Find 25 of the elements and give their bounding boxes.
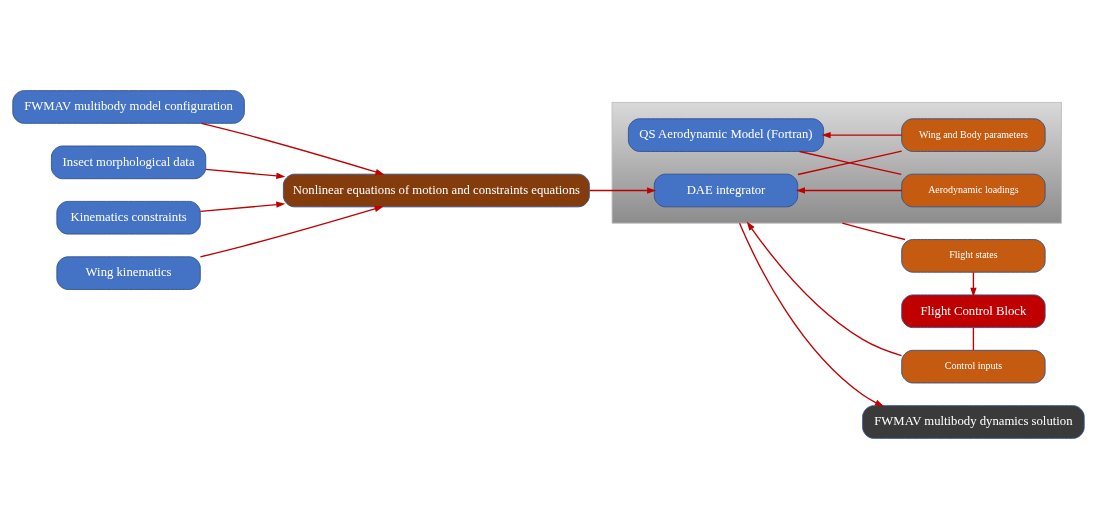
arrow xyxy=(738,222,885,407)
connector xyxy=(972,326,975,351)
arrow xyxy=(200,122,385,175)
node-box: Flight Control Block xyxy=(901,293,1046,328)
arrow xyxy=(199,205,384,258)
arrow xyxy=(205,168,286,179)
arrow xyxy=(588,186,657,194)
arrow xyxy=(795,186,903,194)
node-box: Insect morphological data xyxy=(50,145,207,179)
node-box: Wing and Body parameters xyxy=(901,117,1046,152)
node-box: QS Aerodynamic Model (Fortran) xyxy=(627,117,825,152)
arrow xyxy=(746,221,903,356)
arrow xyxy=(199,201,286,212)
node-box: FWMAV multibody dynamics solution xyxy=(862,404,1085,439)
node-box: Control inputs xyxy=(901,349,1046,383)
node-box: FWMAV multibody model configuration xyxy=(12,89,245,124)
node-box: Nonlinear equations of motion and constraints equations xyxy=(282,173,590,207)
node-box: DAE integrator xyxy=(653,173,799,207)
node-box: Flight states xyxy=(901,238,1046,273)
node-box: Kinematics constraints xyxy=(56,200,201,235)
connector xyxy=(841,222,906,240)
arrow xyxy=(821,131,903,138)
cluster xyxy=(611,101,1062,224)
node-box: Wing kinematics xyxy=(56,255,201,290)
node-box: Aerodynamic loadings xyxy=(901,173,1046,207)
